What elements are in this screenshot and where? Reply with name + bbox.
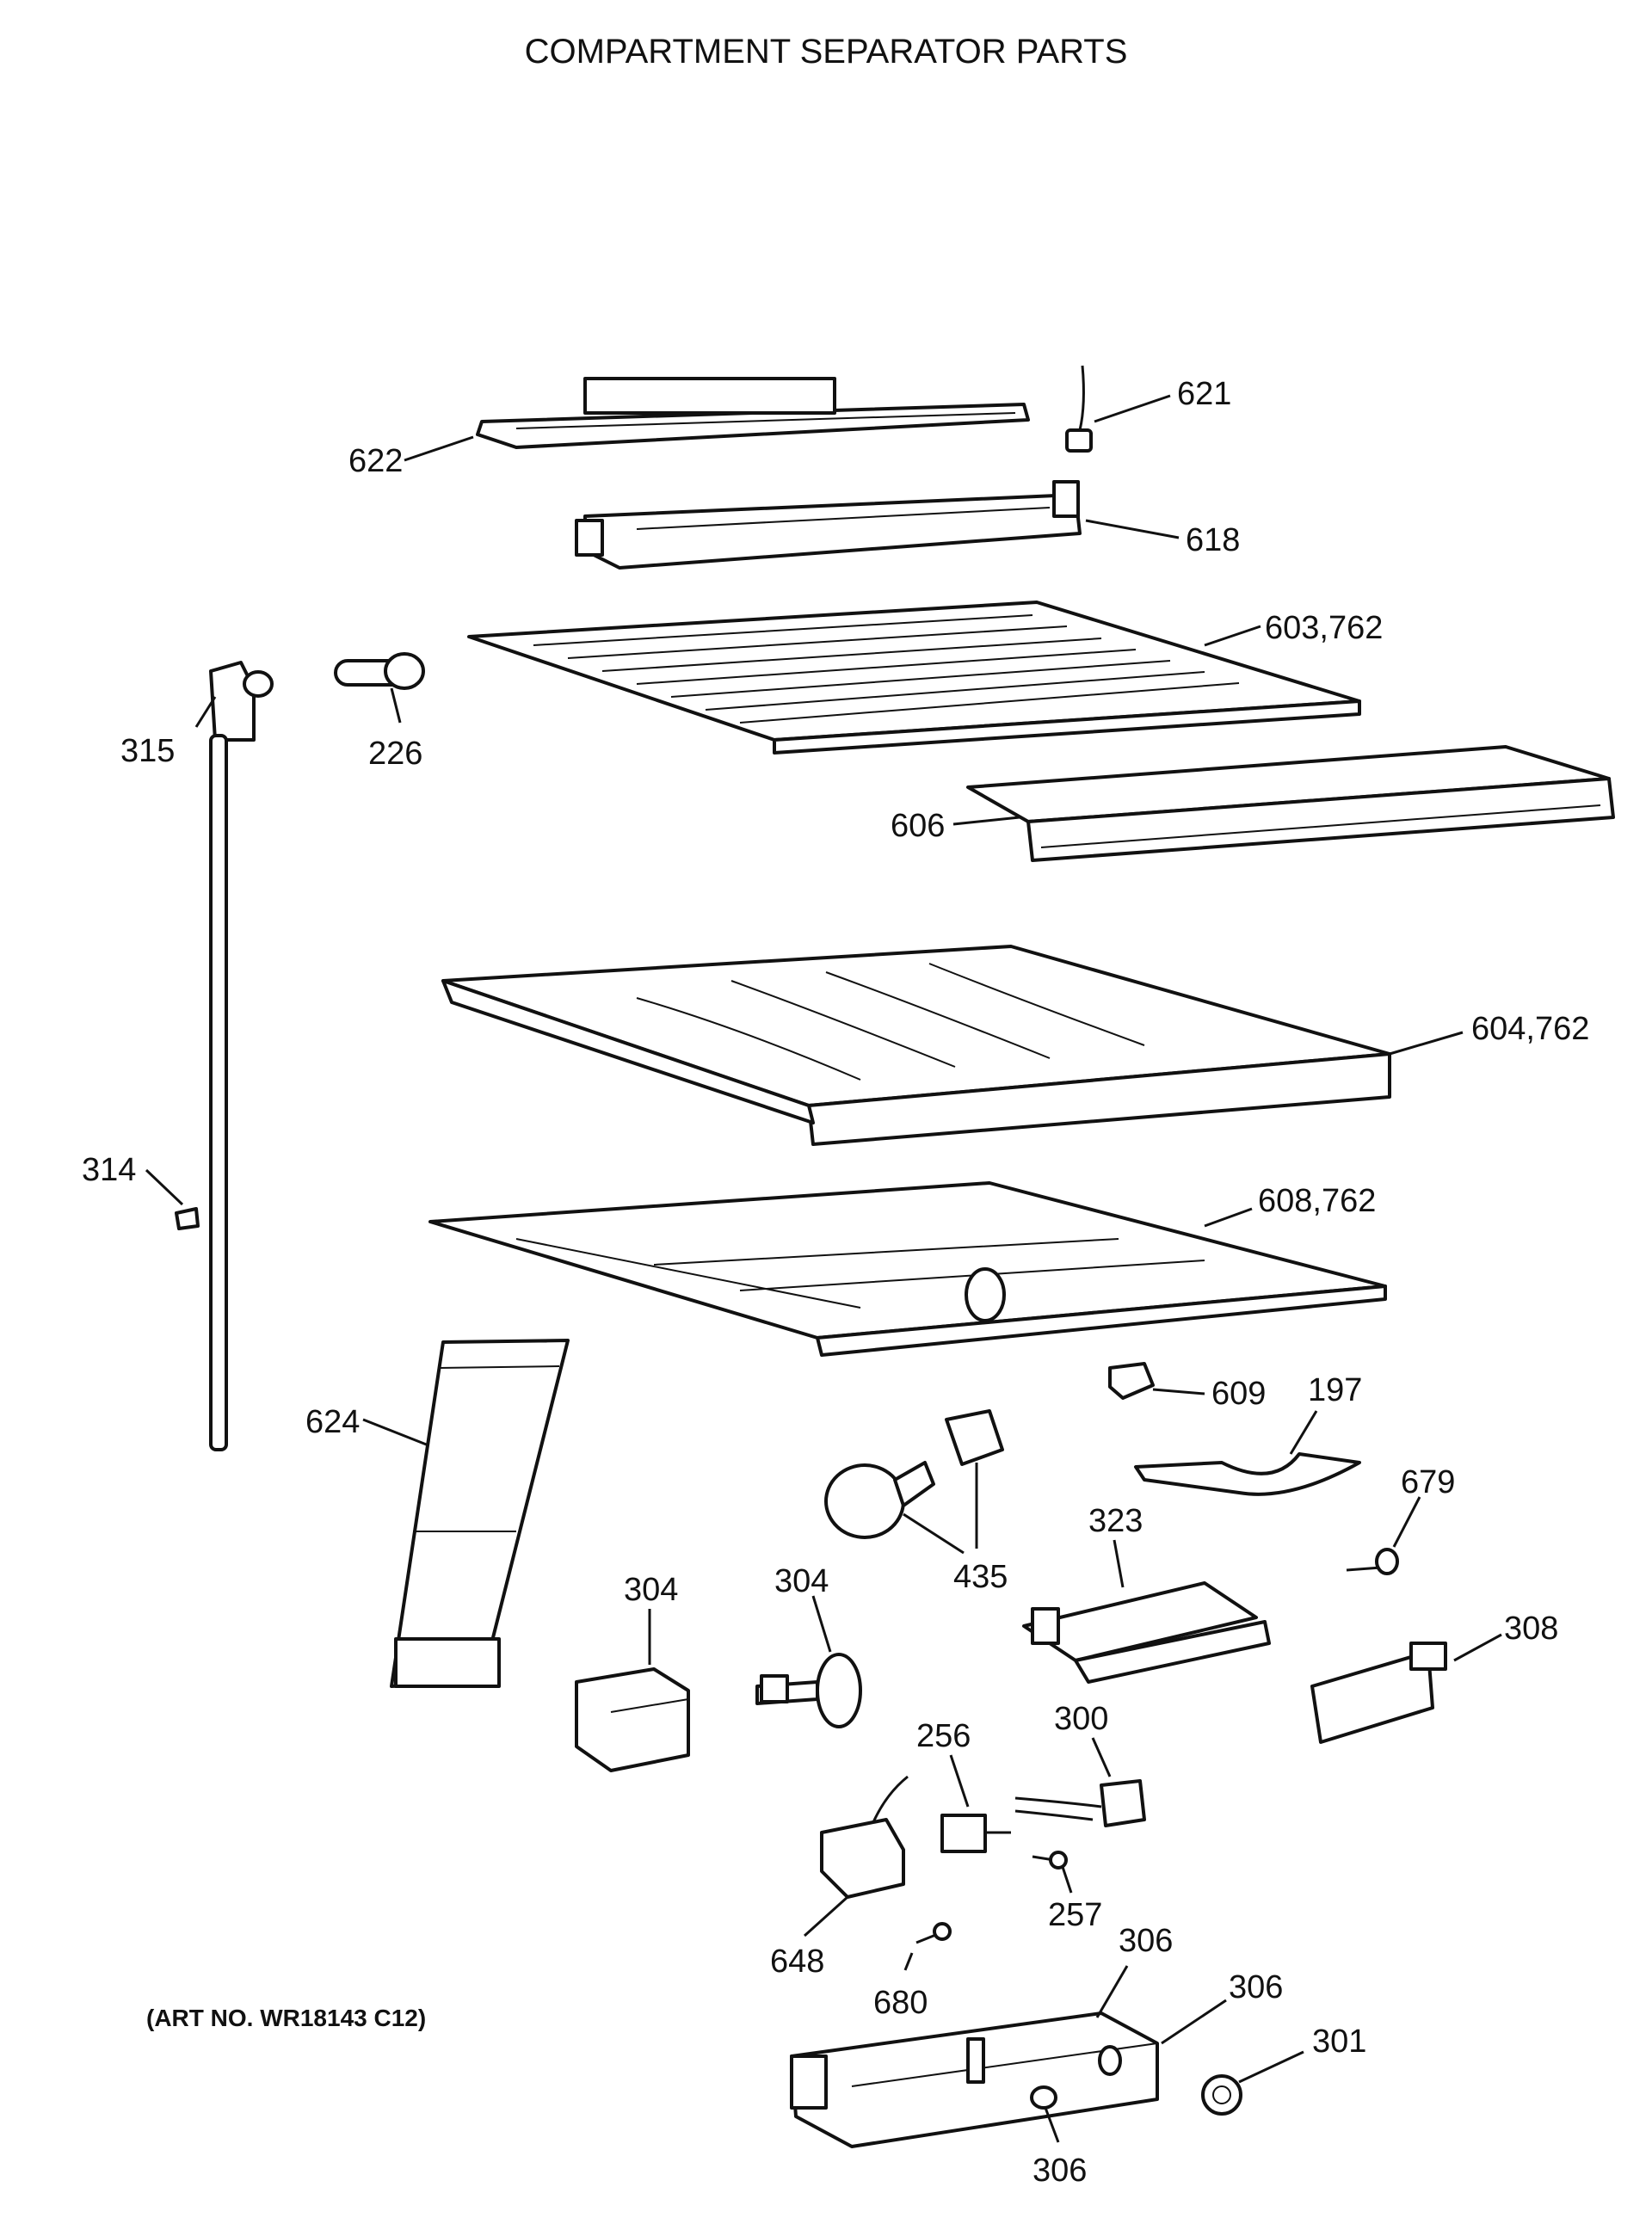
part-304-housing <box>575 1667 690 1772</box>
leader-680 <box>903 1952 914 1971</box>
leader-603 <box>1204 625 1261 647</box>
part-256-switch <box>940 1814 1011 1853</box>
callout-315: 315 <box>120 733 175 769</box>
callout-680: 680 <box>873 1985 928 2021</box>
part-604-tray <box>441 945 1391 1146</box>
part-301-knob <box>1201 2074 1242 2116</box>
callout-624: 624 <box>305 1404 360 1440</box>
leader-622 <box>404 435 474 462</box>
part-314-rod <box>175 734 228 1451</box>
callout-306a: 306 <box>1119 1923 1173 1959</box>
part-435-bulb <box>824 1409 1004 1539</box>
leader-609 <box>1152 1388 1205 1395</box>
callout-226: 226 <box>368 736 422 772</box>
callout-621: 621 <box>1177 376 1231 412</box>
part-304-knob <box>755 1653 862 1728</box>
leader-604 <box>1389 1031 1464 1056</box>
callout-679: 679 <box>1401 1464 1455 1500</box>
callout-308: 308 <box>1504 1611 1558 1647</box>
part-603-shelf <box>467 601 1361 755</box>
part-608-separator <box>428 1181 1387 1357</box>
callout-300: 300 <box>1054 1701 1108 1737</box>
leader-226 <box>390 687 402 724</box>
leader-618 <box>1085 519 1180 539</box>
leader-257 <box>1061 1866 1073 1894</box>
callout-608: 608,762 <box>1258 1183 1376 1219</box>
callout-648: 648 <box>770 1944 824 1980</box>
callout-618: 618 <box>1186 522 1240 558</box>
part-315-hinge <box>209 661 274 742</box>
part-308-bracket <box>1310 1642 1447 1744</box>
part-197-wire <box>1134 1452 1361 1496</box>
leader-308 <box>1453 1633 1502 1662</box>
part-606-front <box>966 745 1615 862</box>
leader-306c <box>1044 2107 1060 2143</box>
callout-604: 604,762 <box>1471 1011 1589 1047</box>
leader-314 <box>145 1168 184 1206</box>
callout-603: 603,762 <box>1265 610 1383 646</box>
part-680-screw <box>915 1922 952 1944</box>
callout-306b: 306 <box>1229 1969 1283 2005</box>
part-323-housing <box>1022 1581 1271 1684</box>
leader-306a <box>1095 1965 1129 2018</box>
leader-323 <box>1113 1539 1125 1588</box>
callout-323: 323 <box>1088 1503 1143 1539</box>
art-number: (ART NO. WR18143 C12) <box>146 2005 427 2031</box>
leader-256 <box>949 1754 970 1808</box>
leader-306b <box>1161 1999 1227 2045</box>
leader-608 <box>1204 1207 1253 1228</box>
leader-315 <box>194 696 217 728</box>
callout-606: 606 <box>891 808 945 844</box>
callout-609: 609 <box>1211 1376 1266 1412</box>
leader-624 <box>362 1418 429 1447</box>
callout-304b: 304 <box>774 1563 829 1599</box>
part-257-screw <box>1032 1851 1068 1870</box>
part-226-pin <box>334 652 425 690</box>
callout-435: 435 <box>953 1559 1008 1595</box>
callout-622: 622 <box>348 443 403 479</box>
leader-435a <box>903 1512 965 1555</box>
callout-304a: 304 <box>624 1572 678 1608</box>
part-609-clip <box>1108 1362 1155 1400</box>
part-648-timer <box>820 1775 909 1899</box>
leader-621 <box>1094 394 1171 423</box>
leader-300 <box>1091 1737 1112 1777</box>
leader-606 <box>952 816 1020 826</box>
part-679-screw <box>1346 1548 1399 1575</box>
leader-301 <box>1238 2050 1304 2084</box>
callout-197: 197 <box>1308 1372 1362 1408</box>
leader-304b <box>811 1595 832 1653</box>
part-622-cover <box>476 377 1030 449</box>
leader-648 <box>803 1895 849 1937</box>
part-621-tube <box>1065 365 1093 453</box>
part-300-thermostat <box>1014 1779 1146 1827</box>
callout-314: 314 <box>82 1152 136 1188</box>
callout-256: 256 <box>916 1718 971 1754</box>
part-624-panel <box>390 1339 570 1688</box>
part-618-bracket <box>575 480 1082 570</box>
callout-306c: 306 <box>1032 2153 1087 2189</box>
leader-679 <box>1392 1496 1421 1548</box>
callout-257: 257 <box>1048 1897 1102 1933</box>
callout-301: 301 <box>1312 2024 1366 2060</box>
leader-197 <box>1289 1410 1318 1455</box>
part-306-housing <box>790 2011 1159 2148</box>
diagram-title: COMPARTMENT SEPARATOR PARTS <box>524 33 1128 71</box>
